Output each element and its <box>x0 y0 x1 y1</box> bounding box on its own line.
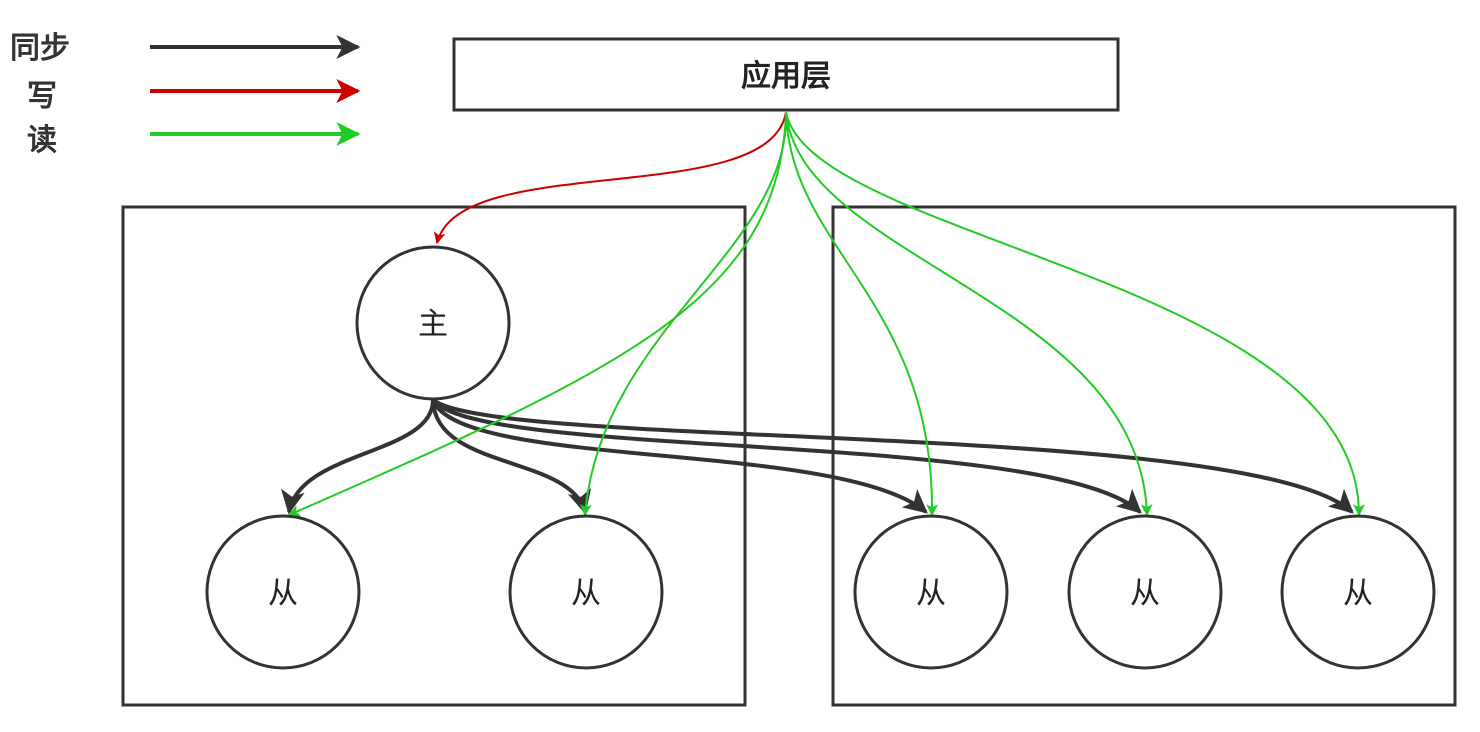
slave-node-5-label: 从 <box>1343 576 1373 611</box>
sync-arrow-slave-2 <box>431 399 592 515</box>
app-layer-box <box>452 37 1120 112</box>
slave-node-1-label: 从 <box>268 576 298 611</box>
slave-node-3: 从 <box>853 514 1009 670</box>
slave-node-2-label: 从 <box>571 576 601 611</box>
group-box-right <box>831 205 1457 707</box>
slave-node-1: 从 <box>205 514 361 670</box>
master-node-circle <box>355 245 511 401</box>
read-arrows <box>287 111 1366 517</box>
slave-node-2: 从 <box>508 514 664 670</box>
sync-arrow-slave-4 <box>431 398 1142 514</box>
slave-node-2-circle <box>508 514 664 670</box>
sync-arrow-slave-5 <box>431 398 1354 514</box>
sync-arrow-slave-1 <box>281 399 435 515</box>
read-arrow-slave-5 <box>785 111 1366 517</box>
group-box-left <box>121 205 747 707</box>
slave-node-4-circle <box>1067 514 1223 670</box>
slave-node-1-circle <box>205 514 361 670</box>
slave-node-3-circle <box>853 514 1009 670</box>
legend-read-label: 读 <box>27 123 57 158</box>
master-node-label: 主 <box>418 307 448 342</box>
legend-write-label: 写 <box>27 79 57 114</box>
slave-node-5-circle <box>1280 514 1436 670</box>
read-arrow-slave-4 <box>785 111 1153 517</box>
app-layer: 应用层 <box>452 37 1120 112</box>
read-arrow-slave-3 <box>785 111 939 517</box>
master-node: 主 <box>355 245 511 401</box>
app-layer-label: 应用层 <box>741 59 831 94</box>
read-arrow-slave-1 <box>287 111 787 517</box>
write-arrow-master <box>433 111 787 245</box>
legend-sync-label: 同步 <box>10 31 70 66</box>
slave-node-4: 从 <box>1067 514 1223 670</box>
read-arrow-slave-2 <box>579 111 788 517</box>
sync-arrow-slave-3 <box>431 399 928 514</box>
slave-node-4-label: 从 <box>1130 576 1160 611</box>
slave-node-3-label: 从 <box>916 576 946 611</box>
legend: 同步 写 读 <box>10 31 361 158</box>
sync-arrows <box>281 398 1354 515</box>
slave-node-5: 从 <box>1280 514 1436 670</box>
